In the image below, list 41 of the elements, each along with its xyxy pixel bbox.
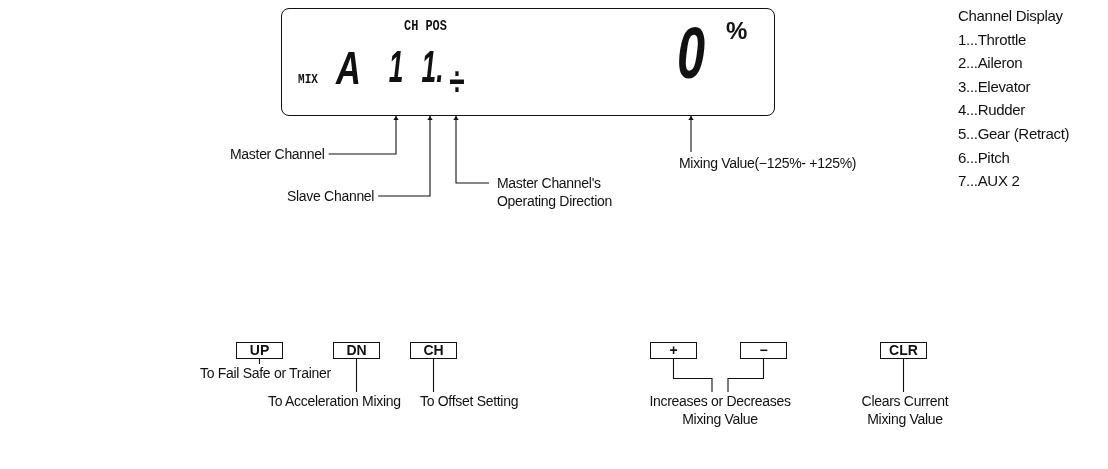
percent-sign: % [726,19,748,43]
display-character: A [336,45,361,91]
key-description: To Fail Safe or Trainer [200,364,331,382]
key-description: Increases or Decreases Mixing Value [640,392,800,428]
key-button: CLR [880,342,927,359]
leader-line [727,358,765,393]
channel-list-item: 7...AUX 2 [958,171,1021,192]
callout-label: Master Channel's Operating Direction [497,174,647,210]
key-button: CH [410,342,457,359]
display-digit: 1 [388,45,404,115]
display-digit: 0 [673,17,709,115]
channel-list-item: 2...Aileron [958,53,1024,74]
leader-line [258,358,261,365]
leader-arrow [453,115,490,184]
leader-line [902,358,905,393]
key-description: To Acceleration Mixing [268,392,401,410]
lcd-display [281,8,775,116]
display-indicator: CH POS [404,19,447,33]
channel-list-item: 5...Gear (Retract) [958,123,1070,144]
callout-label: Mixing Value(−125%- +125%) [679,154,857,172]
key-button: − [740,342,787,359]
display-symbol: ÷ [449,61,463,115]
channel-list-item: Channel Display [958,6,1064,26]
channel-list-item: 6...Pitch [958,147,1011,168]
callout-label: Slave Channel [287,187,375,205]
leader-arrow [328,115,399,155]
channel-list-item: 1...Throttle [958,29,1028,50]
callout-label: Master Channel [230,145,325,163]
leader-line [432,358,435,393]
leader-arrow [688,115,694,153]
channel-list-item: 4...Rudder [958,100,1027,121]
key-button: DN [333,342,380,359]
key-description: To Offset Setting [420,392,519,410]
channel-list-item: 3...Elevator [958,76,1032,97]
key-description: Clears Current Mixing Value [850,392,960,428]
key-button: UP [236,342,283,359]
leader-line [355,358,358,393]
leader-line [672,358,713,393]
display-indicator: MIX [298,73,318,86]
leader-arrow [377,115,433,197]
key-button: + [650,342,697,359]
